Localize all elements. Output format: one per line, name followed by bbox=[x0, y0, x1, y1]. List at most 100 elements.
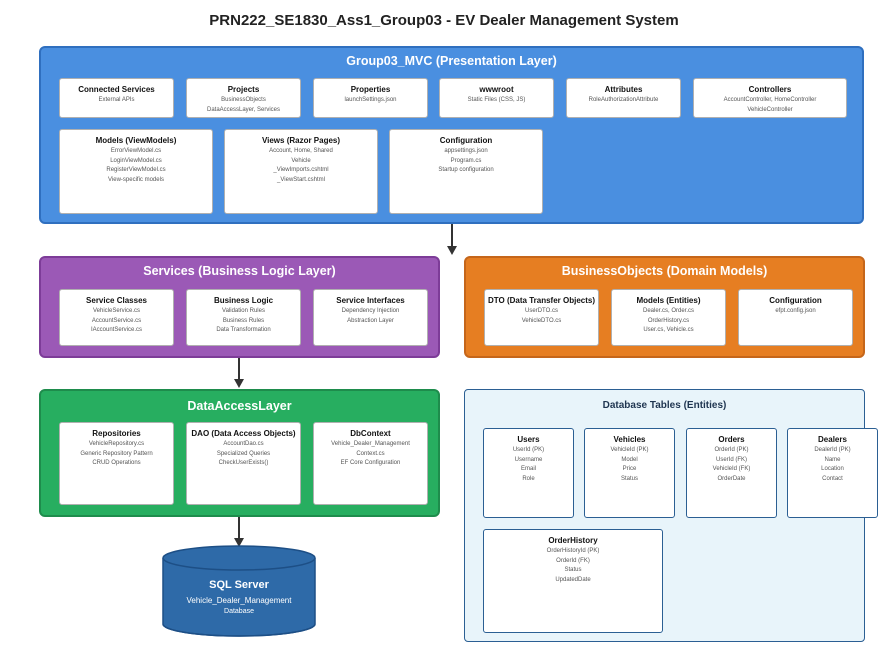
db-table-card-title: Dealers bbox=[818, 435, 847, 444]
presentation-card-line: launchSettings.json bbox=[344, 97, 397, 103]
arrow-presentation-down-head bbox=[447, 246, 457, 255]
presentation-card-line: Account, Home, Shared bbox=[269, 148, 333, 154]
diagram-title: PRN222_SE1830_Ass1_Group03 - EV Dealer M… bbox=[209, 12, 679, 29]
presentation-card-title: Properties bbox=[350, 85, 391, 94]
sql-server-subtitle: Database bbox=[224, 608, 254, 615]
presentation-card-line: VehicleController bbox=[747, 106, 793, 113]
presentation-card-line: _ViewImports.cshtml bbox=[273, 167, 329, 173]
db-table-card-line: Status bbox=[620, 475, 638, 482]
data-access-card-line: Specialized Queries bbox=[216, 450, 271, 457]
presentation-card-line: View-specific models bbox=[108, 176, 164, 183]
db-table-card-line: Email bbox=[520, 466, 536, 472]
presentation-card-title: Configuration bbox=[439, 136, 493, 145]
arrow-services-down-head bbox=[234, 379, 244, 388]
db-table-card-title: Orders bbox=[718, 435, 745, 444]
presentation-card-line: _ViewStart.cshtml bbox=[277, 176, 325, 183]
business-objects-card-title: Configuration bbox=[769, 296, 822, 305]
data-access-card-line: AccountDao.cs bbox=[223, 441, 264, 447]
presentation-card-line: Static Files (CSS, JS) bbox=[467, 97, 526, 103]
presentation-card-title: Models (ViewModels) bbox=[95, 136, 177, 145]
data-access-card-line: Context.cs bbox=[356, 450, 385, 457]
presentation-card-line: Startup configuration bbox=[438, 167, 494, 173]
arrow-services-down bbox=[238, 358, 240, 380]
business-objects-layer: BusinessObjects (Domain Models) DTO (Dat… bbox=[464, 256, 865, 358]
database-tables-title: Database Tables (Entities) bbox=[602, 400, 727, 411]
services-card-title: Business Logic bbox=[213, 296, 274, 305]
db-table-card-line: Contact bbox=[822, 475, 843, 482]
presentation-card-line: RegisterViewModel.cs bbox=[106, 167, 166, 173]
db-table-card-line: OrderId (FK) bbox=[556, 557, 590, 564]
db-table-card-title: Vehicles bbox=[613, 435, 646, 444]
services-card-line: Dependency Injection bbox=[341, 308, 400, 314]
db-table-card-line: Location bbox=[821, 466, 844, 472]
services-card-line: Abstraction Layer bbox=[347, 317, 394, 324]
arrow-presentation-down bbox=[451, 224, 453, 246]
presentation-card-line: Program.cs bbox=[450, 157, 482, 164]
db-table-card-title: Users bbox=[517, 435, 540, 444]
db-table-card-line: Model bbox=[621, 456, 638, 463]
db-table-card-line: UserId (FK) bbox=[715, 456, 747, 463]
presentation-card-line: RoleAuthorizationAttribute bbox=[588, 97, 659, 103]
presentation-card-line: Vehicle bbox=[291, 157, 311, 164]
presentation-card-line: ErrorViewModel.cs bbox=[110, 148, 162, 154]
data-access-card-title: Repositories bbox=[92, 429, 141, 438]
data-access-layer-title: DataAccessLayer bbox=[187, 399, 292, 413]
db-table-card-line: DealerId (PK) bbox=[814, 447, 851, 453]
services-layer-title: Services (Business Logic Layer) bbox=[143, 264, 336, 278]
services-card-line: Validation Rules bbox=[222, 308, 265, 314]
presentation-layer: Group03_MVC (Presentation Layer) Connect… bbox=[39, 46, 864, 224]
data-access-card-title: DAO (Data Access Objects) bbox=[191, 429, 296, 438]
presentation-card-line: DataAccessLayer, Services bbox=[206, 106, 281, 113]
presentation-card-line: LoginViewModel.cs bbox=[110, 157, 162, 164]
business-objects-card-line: VehicleDTO.cs bbox=[521, 317, 562, 324]
services-card-line: Data Transformation bbox=[216, 327, 271, 333]
data-access-card-line: Vehicle_Dealer_Management bbox=[331, 441, 410, 447]
business-objects-card-line: efpt.config.json bbox=[775, 308, 816, 314]
db-table-card-line: Price bbox=[622, 466, 637, 472]
arrow-dal-down-head bbox=[234, 538, 244, 547]
db-table-card-line: VehicleId (PK) bbox=[610, 447, 649, 453]
db-table-card-line: OrderDate bbox=[717, 475, 746, 482]
business-objects-card-title: Models (Entities) bbox=[636, 296, 701, 305]
presentation-card-line: External APIs bbox=[98, 97, 135, 103]
data-access-card-line: CheckUserExists() bbox=[218, 460, 269, 466]
db-table-card-line: UserId (PK) bbox=[512, 447, 545, 453]
db-table-card-line: UpdatedDate bbox=[555, 576, 591, 583]
db-table-card-line: Username bbox=[514, 456, 543, 463]
business-objects-card-line: OrderHistory.cs bbox=[647, 317, 690, 324]
db-table-card-line: OrderHistoryId (PK) bbox=[546, 548, 600, 554]
presentation-card-title: Attributes bbox=[604, 85, 643, 94]
data-access-card-line: EF Core Configuration bbox=[340, 460, 401, 466]
arrow-dal-down bbox=[238, 517, 240, 539]
db-table-card-line: OrderId (PK) bbox=[714, 447, 749, 453]
db-table-card-line: VehicleId (FK) bbox=[712, 466, 751, 472]
business-objects-card: Configuration efpt.config.json bbox=[738, 289, 853, 346]
data-access-card-line: Generic Repository Pattern bbox=[80, 450, 153, 457]
business-objects-card-line: Dealer.cs, Order.cs bbox=[642, 308, 695, 314]
services-layer: Services (Business Logic Layer) Service … bbox=[39, 256, 440, 358]
presentation-card-line: BusinessObjects bbox=[221, 97, 266, 103]
data-access-card-line: VehicleRepository.cs bbox=[88, 441, 145, 447]
presentation-card: Views (Razor Pages) Account, Home, Shared… bbox=[224, 129, 378, 214]
presentation-card-title: Views (Razor Pages) bbox=[261, 136, 341, 145]
presentation-card: Properties launchSettings.json bbox=[313, 78, 428, 118]
data-access-card-title: DbContext bbox=[350, 429, 391, 438]
services-card-line: IAccountService.cs bbox=[90, 327, 143, 333]
services-card-title: Service Classes bbox=[86, 296, 147, 305]
